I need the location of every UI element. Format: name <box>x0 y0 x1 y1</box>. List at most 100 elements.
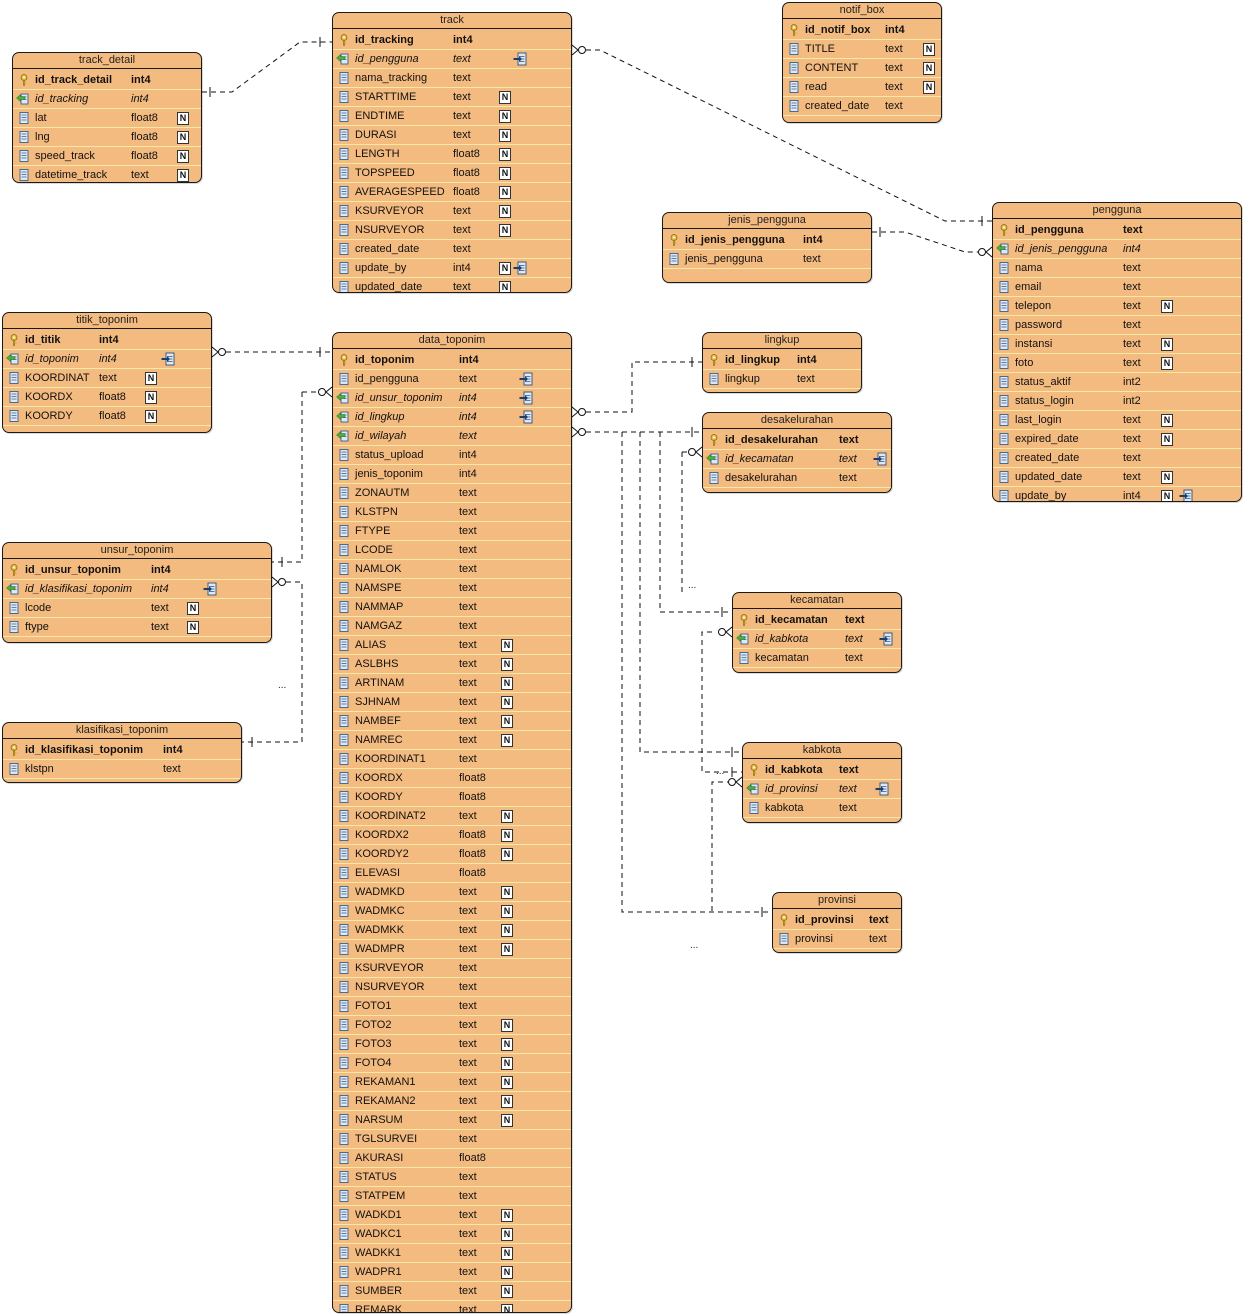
column-row[interactable]: update_byint4N <box>333 259 571 278</box>
column-row[interactable]: KSURVEYORtext <box>333 959 571 978</box>
column-row[interactable]: created_datetext <box>783 97 941 116</box>
column-row[interactable]: KOORDY2float8N <box>333 845 571 864</box>
entity-lingkup[interactable]: lingkupid_lingkupint4lingkuptext <box>702 332 862 393</box>
column-row[interactable]: ENDTIMEtextN <box>333 107 571 126</box>
column-row[interactable]: created_datetext <box>333 240 571 259</box>
entity-desakelurahan[interactable]: desakelurahanid_desakelurahantextid_keca… <box>702 412 892 493</box>
column-row[interactable]: id_track_detailint4 <box>13 71 201 90</box>
column-row[interactable]: nama_trackingtext <box>333 69 571 88</box>
entity-provinsi[interactable]: provinsiid_provinsitextprovinsitext <box>772 892 902 953</box>
column-row[interactable]: FOTO4textN <box>333 1054 571 1073</box>
column-row[interactable]: id_penggunatext <box>333 50 571 69</box>
column-row[interactable]: KOORDINATtextN <box>3 369 211 388</box>
column-row[interactable]: speed_trackfloat8N <box>13 147 201 166</box>
column-row[interactable]: TOPSPEEDfloat8N <box>333 164 571 183</box>
column-row[interactable]: id_trackingint4 <box>13 90 201 109</box>
column-row[interactable]: jenis_toponimint4 <box>333 465 571 484</box>
column-row[interactable]: STARTTIMEtextN <box>333 88 571 107</box>
column-row[interactable]: status_loginint2 <box>993 392 1241 411</box>
column-row[interactable]: KOORDYfloat8 <box>333 788 571 807</box>
column-row[interactable]: id_titikint4 <box>3 331 211 350</box>
column-row[interactable]: ELEVASIfloat8 <box>333 864 571 883</box>
column-row[interactable]: WADMKCtextN <box>333 902 571 921</box>
entity-track-detail[interactable]: track_detailid_track_detailint4id_tracki… <box>12 52 202 183</box>
column-row[interactable]: updated_datetextN <box>993 468 1241 487</box>
column-row[interactable]: FOTO2textN <box>333 1016 571 1035</box>
column-row[interactable]: latfloat8N <box>13 109 201 128</box>
column-row[interactable]: readtextN <box>783 78 941 97</box>
column-row[interactable]: namatext <box>993 259 1241 278</box>
entity-data-toponim[interactable]: data_toponimid_toponimint4id_penggunatex… <box>332 332 572 1313</box>
column-row[interactable]: WADMKKtextN <box>333 921 571 940</box>
column-row[interactable]: status_uploadint4 <box>333 446 571 465</box>
column-row[interactable]: id_trackingint4 <box>333 31 571 50</box>
column-row[interactable]: id_jenis_penggunaint4 <box>993 240 1241 259</box>
column-row[interactable]: AKURASIfloat8 <box>333 1149 571 1168</box>
column-row[interactable]: WADMKDtextN <box>333 883 571 902</box>
column-row[interactable]: created_datetext <box>993 449 1241 468</box>
column-row[interactable]: id_penggunatext <box>333 370 571 389</box>
column-row[interactable]: CONTENTtextN <box>783 59 941 78</box>
column-row[interactable]: id_notif_boxint4 <box>783 21 941 40</box>
column-row[interactable]: NAMLOKtext <box>333 560 571 579</box>
column-row[interactable]: id_kecamatantext <box>703 450 891 469</box>
entity-unsur-toponim[interactable]: unsur_toponimid_unsur_toponimint4id_klas… <box>2 542 272 643</box>
column-row[interactable]: REMARKtextN <box>333 1301 571 1312</box>
column-row[interactable]: WADPR1textN <box>333 1263 571 1282</box>
column-row[interactable]: id_lingkupint4 <box>703 351 861 370</box>
column-row[interactable]: ASLBHStextN <box>333 655 571 674</box>
entity-notif-box[interactable]: notif_boxid_notif_boxint4TITLEtextNCONTE… <box>782 2 942 123</box>
column-row[interactable]: AVERAGESPEEDfloat8N <box>333 183 571 202</box>
column-row[interactable]: LCODEtext <box>333 541 571 560</box>
column-row[interactable]: id_lingkupint4 <box>333 408 571 427</box>
column-row[interactable]: ftypetextN <box>3 618 271 637</box>
column-row[interactable]: STATUStext <box>333 1168 571 1187</box>
column-row[interactable]: ARTINAMtextN <box>333 674 571 693</box>
column-row[interactable]: KLSTPNtext <box>333 503 571 522</box>
column-row[interactable]: id_provinsitext <box>743 780 901 799</box>
column-row[interactable]: WADKK1textN <box>333 1244 571 1263</box>
column-row[interactable]: TGLSURVEItext <box>333 1130 571 1149</box>
column-row[interactable]: NAMGAZtext <box>333 617 571 636</box>
column-row[interactable]: lingkuptext <box>703 370 861 389</box>
column-row[interactable]: kabkotatext <box>743 799 901 818</box>
column-row[interactable]: instansitextN <box>993 335 1241 354</box>
column-row[interactable]: update_byint4N <box>993 487 1241 501</box>
column-row[interactable]: id_jenis_penggunaint4 <box>663 231 871 250</box>
column-row[interactable]: id_kecamatantext <box>733 611 901 630</box>
column-row[interactable]: DURASItextN <box>333 126 571 145</box>
column-row[interactable]: status_aktifint2 <box>993 373 1241 392</box>
column-row[interactable]: id_unsur_toponimint4 <box>3 561 271 580</box>
column-row[interactable]: SJHNAMtextN <box>333 693 571 712</box>
column-row[interactable]: id_penggunatext <box>993 221 1241 240</box>
column-row[interactable]: LENGTHfloat8N <box>333 145 571 164</box>
column-row[interactable]: id_desakelurahantext <box>703 431 891 450</box>
column-row[interactable]: telepontextN <box>993 297 1241 316</box>
column-row[interactable]: id_wilayahtext <box>333 427 571 446</box>
column-row[interactable]: kecamatantext <box>733 649 901 668</box>
entity-titik-toponim[interactable]: titik_toponimid_titikint4id_toponimint4K… <box>2 312 212 433</box>
column-row[interactable]: WADMPRtextN <box>333 940 571 959</box>
column-row[interactable]: id_klasifikasi_toponimint4 <box>3 580 271 599</box>
column-row[interactable]: NAMBEFtextN <box>333 712 571 731</box>
column-row[interactable]: updated_datetextN <box>333 278 571 292</box>
column-row[interactable]: id_kabkotatext <box>743 761 901 780</box>
column-row[interactable]: KSURVEYORtextN <box>333 202 571 221</box>
column-row[interactable]: NAMMAPtext <box>333 598 571 617</box>
column-row[interactable]: STATPEMtext <box>333 1187 571 1206</box>
column-row[interactable]: id_provinsitext <box>773 911 901 930</box>
column-row[interactable]: id_klasifikasi_toponimint4 <box>3 741 241 760</box>
column-row[interactable]: NSURVEYORtextN <box>333 221 571 240</box>
column-row[interactable]: fototextN <box>993 354 1241 373</box>
column-row[interactable]: id_toponimint4 <box>333 351 571 370</box>
column-row[interactable]: KOORDINAT1text <box>333 750 571 769</box>
column-row[interactable]: id_toponimint4 <box>3 350 211 369</box>
column-row[interactable]: NARSUMtextN <box>333 1111 571 1130</box>
column-row[interactable]: NAMSPEtext <box>333 579 571 598</box>
column-row[interactable]: ZONAUTMtext <box>333 484 571 503</box>
column-row[interactable]: FOTO3textN <box>333 1035 571 1054</box>
column-row[interactable]: provinsitext <box>773 930 901 949</box>
column-row[interactable]: TITLEtextN <box>783 40 941 59</box>
column-row[interactable]: KOORDXfloat8N <box>3 388 211 407</box>
column-row[interactable]: emailtext <box>993 278 1241 297</box>
